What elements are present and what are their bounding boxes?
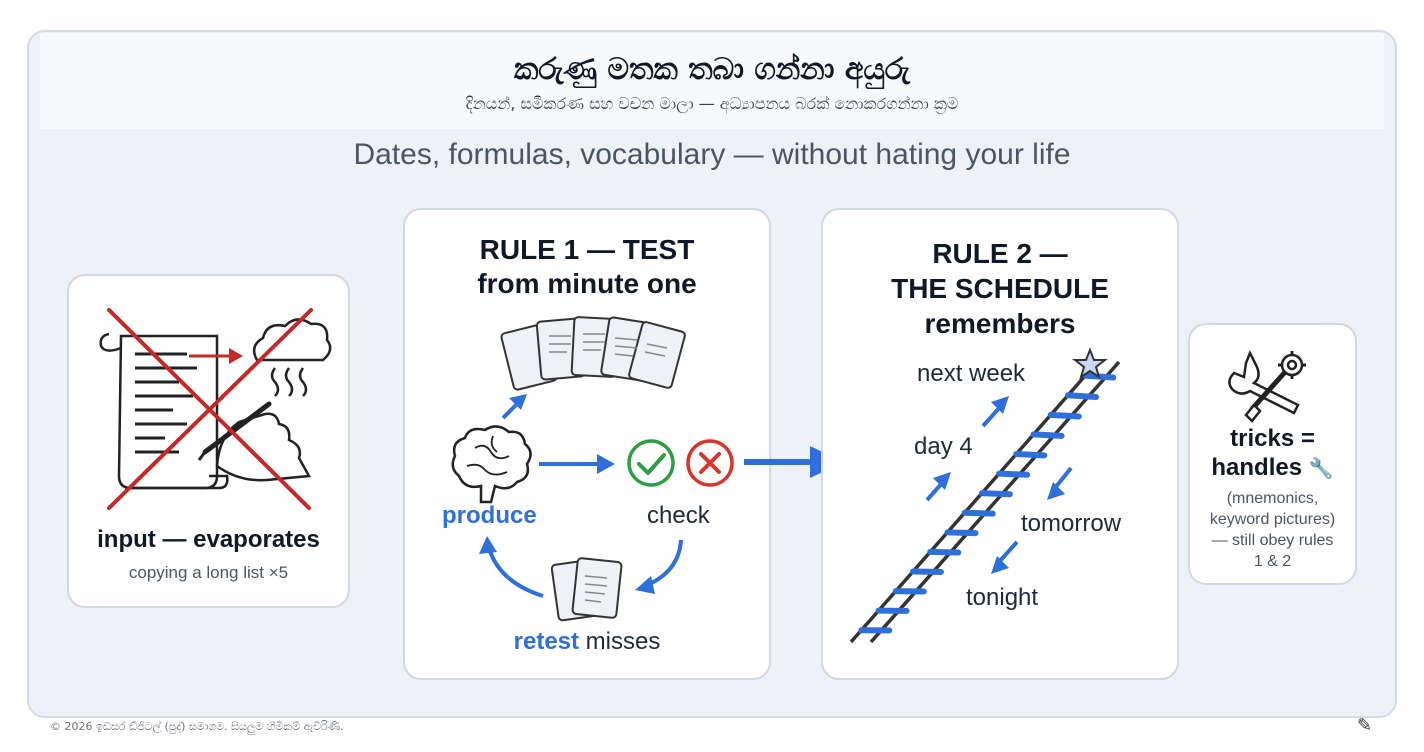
hand-writing-icon — [197, 401, 312, 482]
retest-word: retest — [513, 628, 580, 655]
ladder-rung — [927, 548, 962, 556]
tools-illustration — [1228, 349, 1306, 423]
rule1-heading-line1: RULE 1 — TEST — [479, 234, 695, 265]
footer-copyright: © 2026 ඉඩසර ඩ්ජිටල් (පුද්) සමාගම. සියලුම… — [50, 720, 344, 733]
arrow-down-left-icon — [1047, 466, 1073, 500]
ladder-icon — [849, 358, 1121, 644]
ladder-rung — [996, 470, 1031, 478]
check-circle-icon — [627, 439, 675, 487]
ladder-illustration — [849, 347, 1121, 644]
check-label: check — [647, 502, 710, 529]
arrow-curve-down-icon — [635, 539, 683, 594]
tricks-caption-line2: keyword pictures) — [1209, 511, 1336, 528]
star-icon — [1072, 347, 1108, 380]
page-subtitle: දිනයන්, සමීකරණ සහ වචන මාලා — අධ්‍යාපනය බ… — [465, 94, 959, 113]
panel-rule-1: RULE 1 — TEST from minute one — [403, 208, 771, 680]
tricks-caption-line1: (mnemonics, — [1226, 490, 1319, 507]
wrench-screwdriver-icon — [1228, 349, 1306, 423]
brain-icon — [451, 425, 532, 504]
misses-word: misses — [579, 628, 661, 655]
arrow-curve-up-icon — [479, 536, 544, 598]
wrench-icon: 🔧 — [1308, 456, 1334, 480]
panel-input-heading: input — evaporates — [97, 526, 320, 553]
cross-circle-icon — [686, 439, 734, 487]
tricks-heading-line1: tricks = — [1230, 425, 1315, 452]
ladder-rung — [1065, 392, 1099, 400]
ladder-rail-2 — [869, 360, 1121, 644]
ladder-rung — [1030, 431, 1065, 439]
step-next-week: next week — [917, 360, 1026, 387]
flashcards-icon — [500, 316, 686, 391]
produce-label: produce — [442, 502, 537, 529]
retest-misses-label: retest misses — [405, 628, 769, 656]
rule1-heading-line2: from minute one — [477, 268, 697, 299]
tricks-caption-line3: — still obey rules — [1211, 532, 1334, 549]
arrow-up-right-icon — [501, 394, 527, 420]
retest-cards-icon — [550, 557, 623, 622]
tricks-handles-word: handles — [1211, 454, 1303, 481]
step-tomorrow: tomorrow — [1021, 510, 1122, 537]
arrow-up-right-icon — [925, 472, 951, 502]
rule2-heading-line3: remembers — [924, 308, 1076, 339]
arrow-down-left-icon — [991, 540, 1019, 574]
tricks-caption-line4: 1 & 2 — [1253, 553, 1292, 570]
english-title: Dates, formulas, vocabulary — without ha… — [353, 138, 1071, 171]
ladder-rung — [978, 490, 1013, 498]
panel-input: input — evaporates copying a long list ×… — [67, 274, 350, 608]
ladder-rung — [1013, 451, 1048, 459]
ladder-rail-1 — [849, 358, 1101, 644]
panel-tricks: tricks = handles 🔧 (mnemonics, keyword p… — [1188, 323, 1357, 585]
arrow-right-icon — [189, 348, 243, 364]
rule2-heading-line2: THE SCHEDULE — [891, 273, 1109, 304]
ladder-rung — [961, 509, 996, 517]
page-title: කරුණු මතක තබා ගන්නා අයුරු — [513, 52, 911, 87]
panel-input-caption: copying a long list ×5 — [128, 563, 289, 582]
test-cycle-illustration — [451, 316, 734, 622]
pen-icon: ✎ — [1357, 715, 1373, 736]
copying-scene-illustration — [99, 308, 332, 510]
ladder-rung — [944, 529, 979, 537]
rule2-heading-line1: RULE 2 — — [932, 238, 1068, 269]
ladder-rung — [1047, 411, 1082, 420]
arrow-up-right-icon — [981, 396, 1009, 428]
step-day-4: day 4 — [914, 433, 973, 460]
step-tonight: tonight — [966, 584, 1039, 611]
tricks-heading-line2: handles 🔧 — [1190, 454, 1355, 482]
red-cross-icon — [107, 308, 313, 510]
header-band — [40, 33, 1384, 129]
ladder-rung — [910, 568, 944, 575]
panel-rule-2: RULE 2 — THE SCHEDULE remembers next wee… — [821, 208, 1179, 680]
arrow-right-icon — [539, 454, 615, 474]
